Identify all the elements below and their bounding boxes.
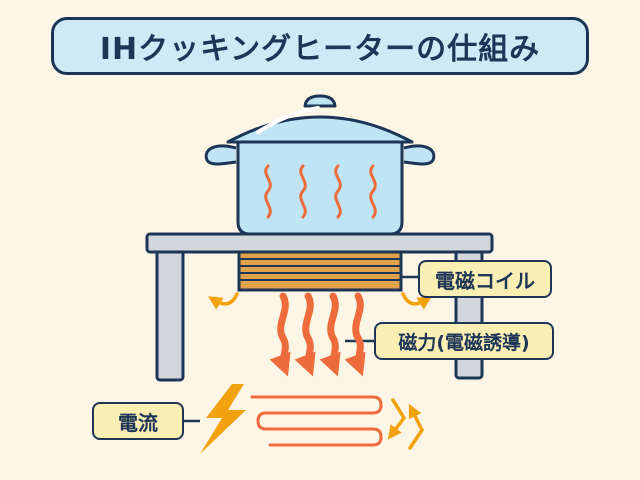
lightning-icon xyxy=(200,384,246,454)
coil-icon xyxy=(237,250,403,292)
current-direction-arrows xyxy=(387,398,425,450)
heat-wave-icon xyxy=(264,164,377,219)
stove-top xyxy=(145,232,494,254)
current-label: 電流 xyxy=(92,402,184,440)
title-banner: IHクッキングヒーターの仕組み xyxy=(51,17,589,75)
side-curved-arrows xyxy=(208,292,432,310)
coil-label: 電磁コイル xyxy=(418,260,552,298)
magnetic-wave-arrow-icon xyxy=(269,292,366,377)
magnetic-force-label: 磁力(電磁誘導) xyxy=(374,322,554,360)
pot-icon xyxy=(204,94,436,236)
eddy-current-icon xyxy=(250,395,383,447)
page-title: IHクッキングヒーターの仕組み xyxy=(99,32,541,67)
